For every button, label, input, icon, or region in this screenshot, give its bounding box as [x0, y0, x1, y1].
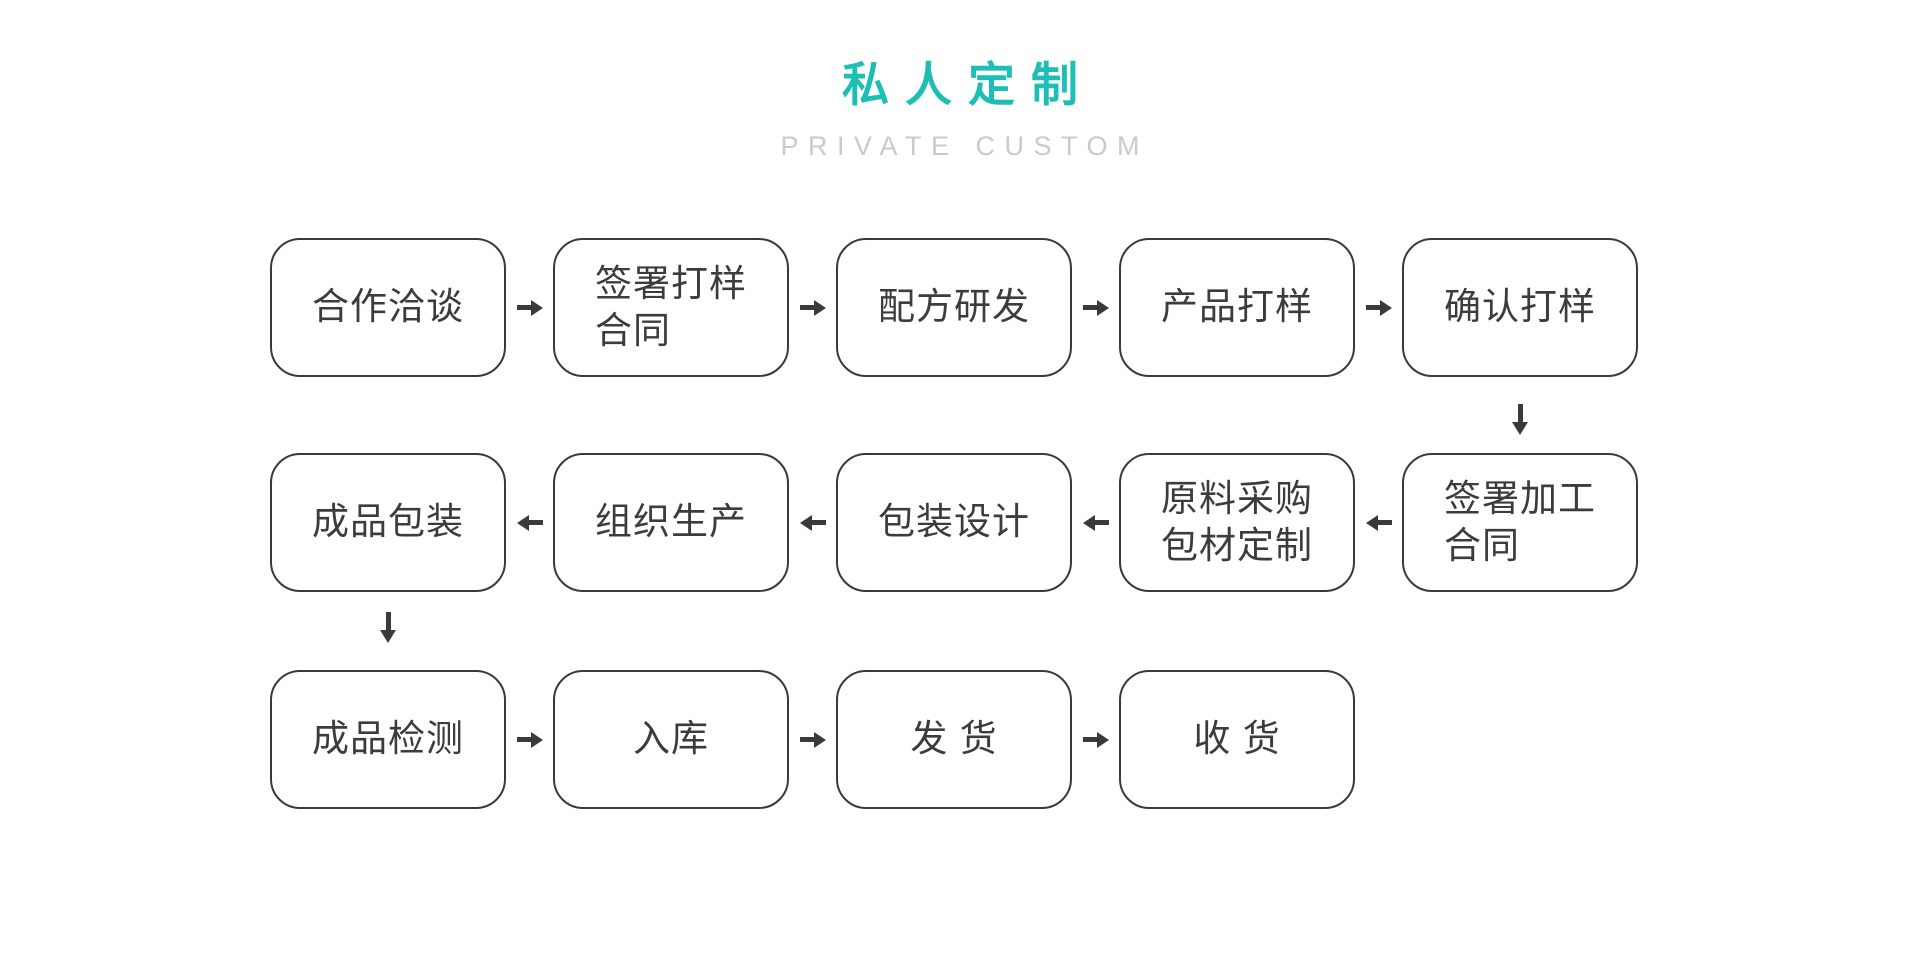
flow-node-label: 包装设计 — [878, 501, 1030, 543]
flow-node: 签署加工 合同 — [1402, 453, 1638, 592]
page-title: 私人定制 — [842, 58, 1094, 111]
flow-node: 成品包装 — [270, 453, 506, 592]
connector-gap — [1355, 238, 1402, 377]
arrow-right-icon — [799, 731, 826, 748]
connector-gap — [506, 238, 553, 377]
flow-node-label: 成品包装 — [312, 501, 464, 543]
flow-node: 原料采购 包材定制 — [1119, 453, 1355, 592]
flow-node-label: 配方研发 — [878, 286, 1030, 328]
arrow-right-icon — [799, 299, 826, 316]
arrow-down-icon — [1512, 404, 1528, 435]
arrow-left-icon — [1082, 514, 1109, 531]
flow-node: 成品检测 — [270, 670, 506, 809]
header: 私人定制 PRIVATE CUSTOM — [0, 0, 1920, 162]
flow-node-label: 原料采购 包材定制 — [1161, 478, 1313, 566]
flow-node-label: 成品检测 — [312, 718, 464, 760]
arrow-right-icon — [1082, 299, 1109, 316]
arrow-left-icon — [1365, 514, 1392, 531]
connector-gap — [506, 453, 553, 592]
arrow-right-icon — [516, 731, 543, 748]
flow-node: 组织生产 — [553, 453, 789, 592]
arrow-right-icon — [1082, 731, 1109, 748]
flow-node: 包装设计 — [836, 453, 1072, 592]
flow-node-label: 组织生产 — [595, 501, 747, 543]
flow-node-label: 签署加工 合同 — [1444, 478, 1596, 566]
flow-node: 签署打样 合同 — [553, 238, 789, 377]
connector-gap — [789, 453, 836, 592]
flow-node-label: 发 货 — [910, 718, 998, 760]
flow-row-3: 成品检测 入库 发 货 收 货 — [270, 670, 1355, 809]
page-subtitle: PRIVATE CUSTOM — [780, 131, 1150, 161]
arrow-left-icon — [799, 514, 826, 531]
arrow-right-icon — [516, 299, 543, 316]
flow-row-1: 合作洽谈 签署打样 合同 配方研发 产品打样 — [270, 238, 1638, 377]
flow-node-label: 产品打样 — [1161, 286, 1313, 328]
flow-node-label: 签署打样 合同 — [595, 263, 747, 351]
connector-gap — [1355, 453, 1402, 592]
flow-node-label: 确认打样 — [1444, 286, 1596, 328]
arrow-left-icon — [516, 514, 543, 531]
flow-node: 合作洽谈 — [270, 238, 506, 377]
flow-node: 收 货 — [1119, 670, 1355, 809]
flow-node: 产品打样 — [1119, 238, 1355, 377]
flow-node-label: 收 货 — [1193, 718, 1281, 760]
arrow-right-icon — [1365, 299, 1392, 316]
flow-node: 配方研发 — [836, 238, 1072, 377]
connector-gap — [789, 238, 836, 377]
flow-node: 发 货 — [836, 670, 1072, 809]
connector-gap — [1072, 453, 1119, 592]
flow-node-label: 合作洽谈 — [312, 286, 464, 328]
connector-gap — [1072, 238, 1119, 377]
connector-gap — [506, 670, 553, 809]
flow-node: 确认打样 — [1402, 238, 1638, 377]
connector-gap — [1072, 670, 1119, 809]
connector-gap — [789, 670, 836, 809]
arrow-down-icon — [380, 612, 396, 643]
flow-row-2: 成品包装 组织生产 包装设计 原料采购 包材定制 — [270, 453, 1638, 592]
flow-node-label: 入库 — [633, 718, 709, 760]
flow-node: 入库 — [553, 670, 789, 809]
